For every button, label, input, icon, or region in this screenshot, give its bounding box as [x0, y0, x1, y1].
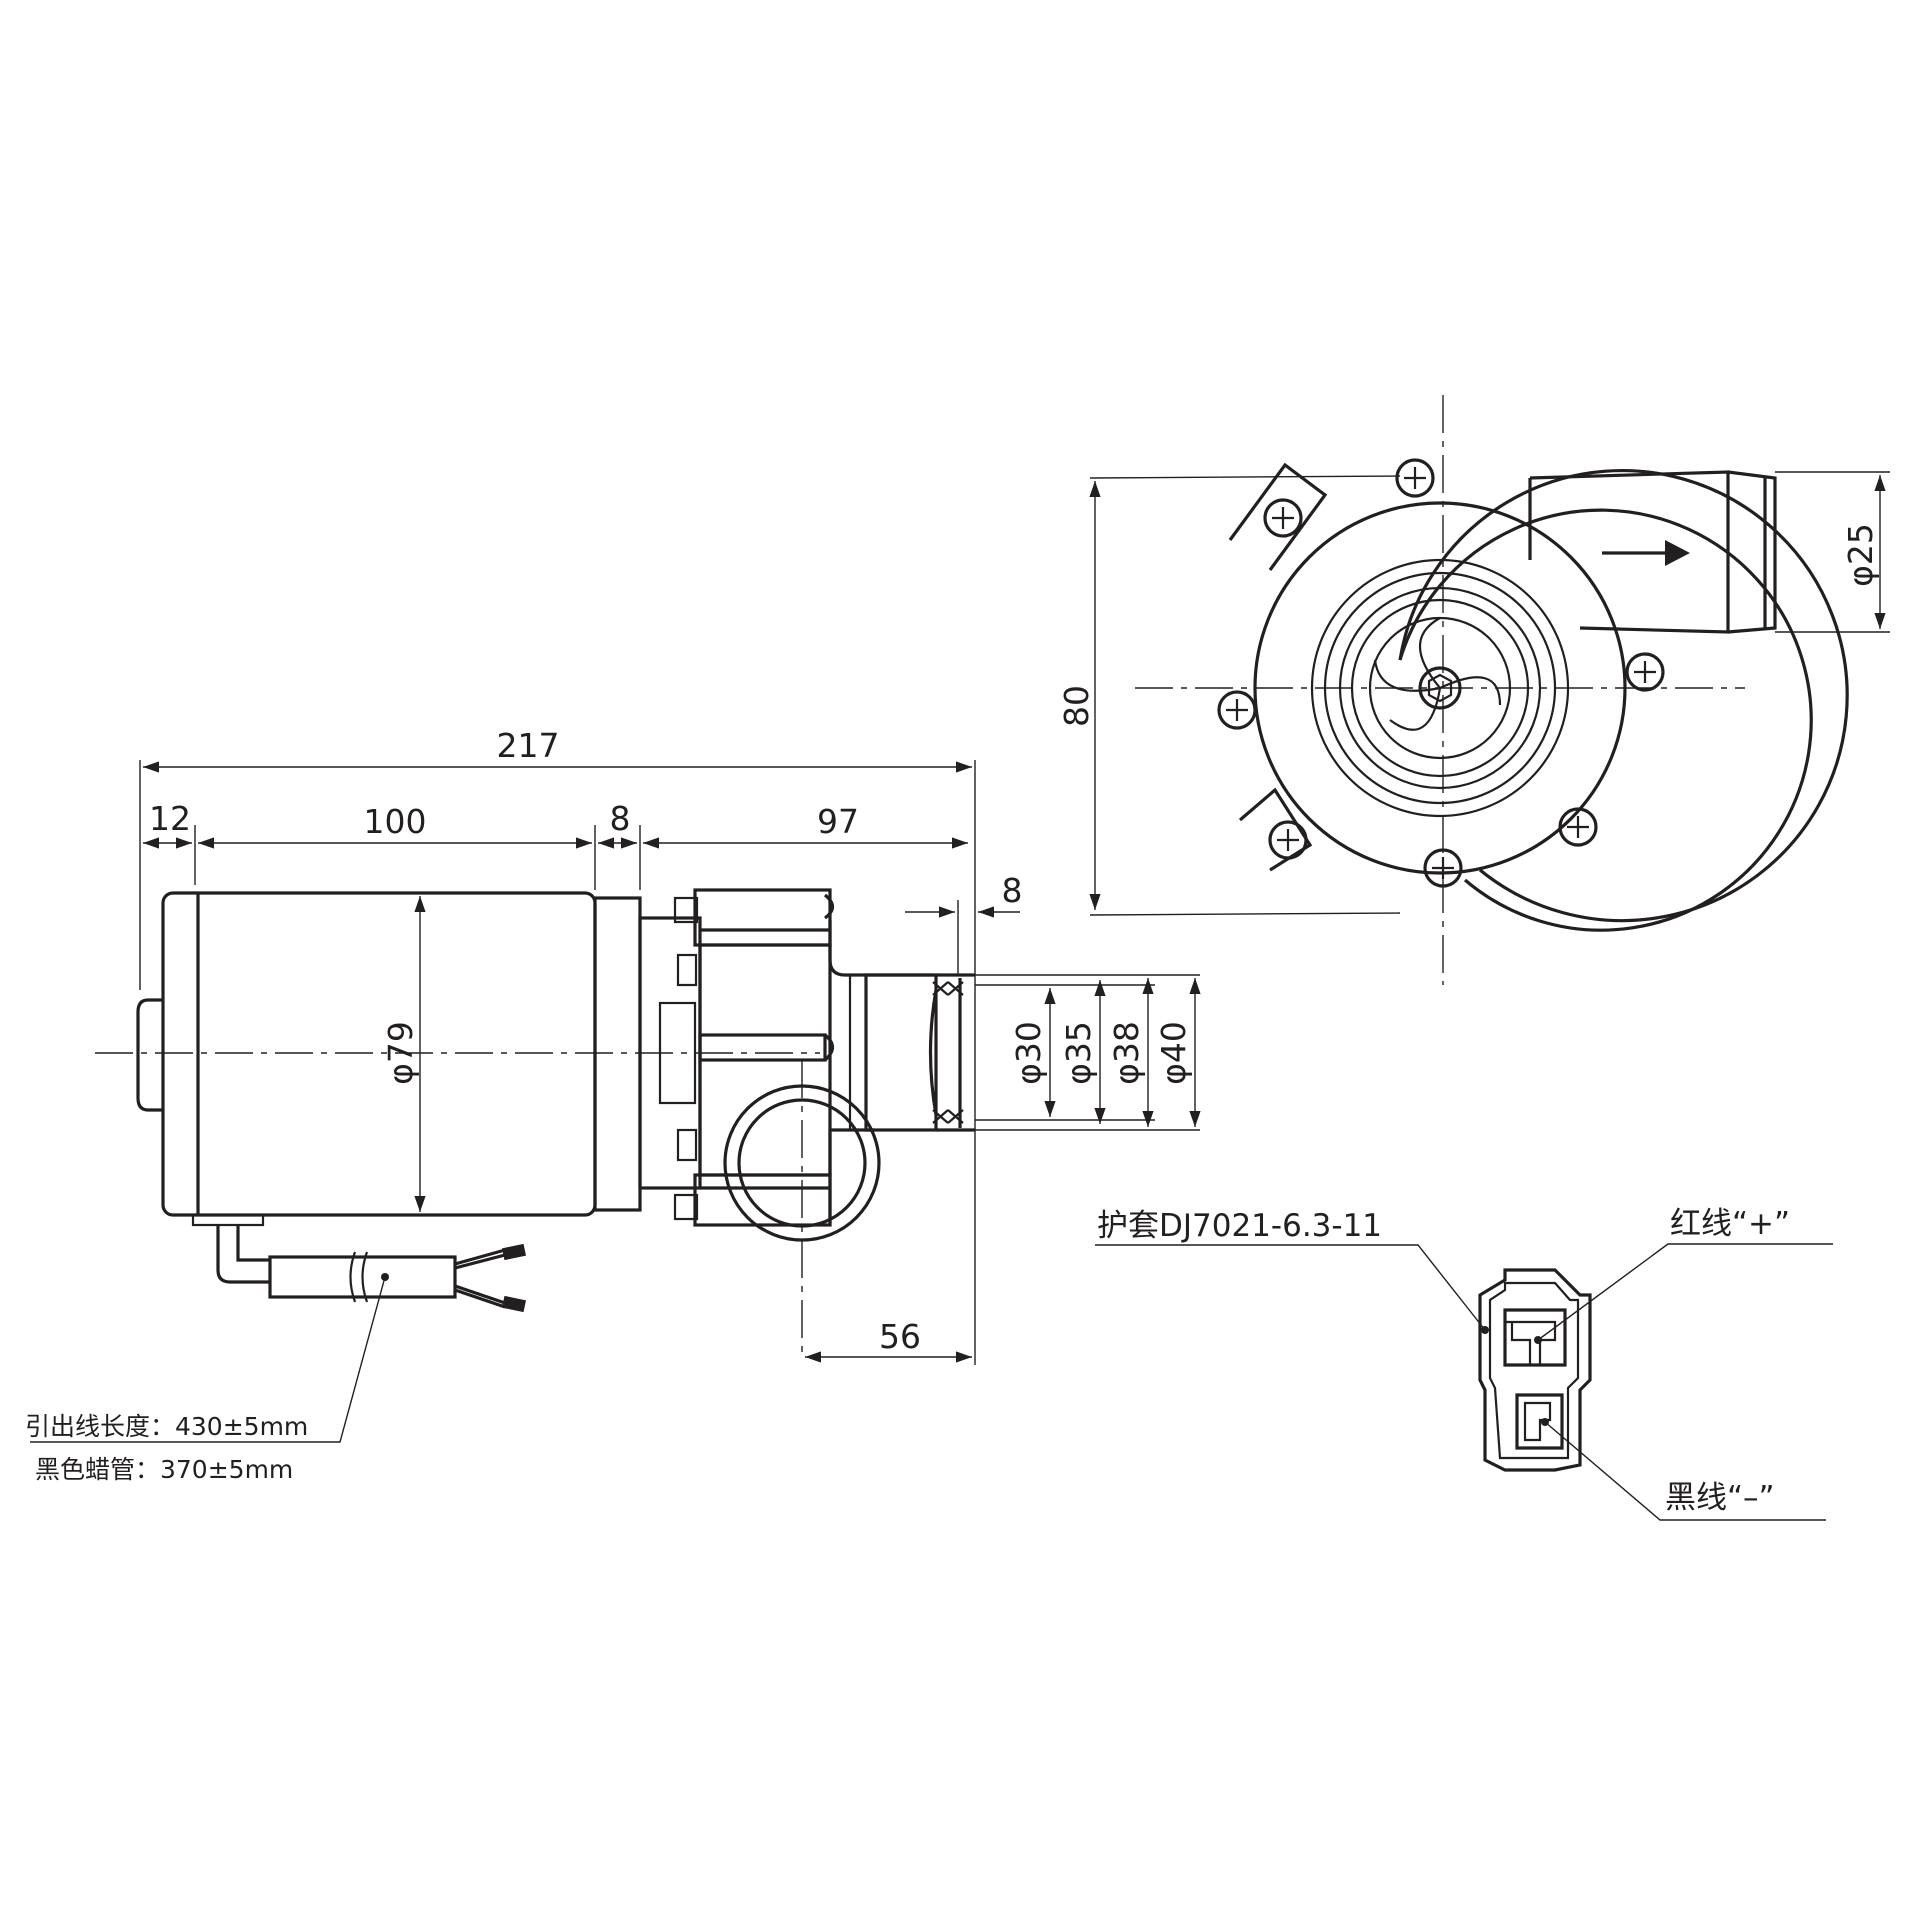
- dim-outlet-offset: 8: [1002, 871, 1023, 910]
- pump-head: [638, 888, 938, 1227]
- wire-harness: [191, 1213, 527, 1313]
- mounting-screws: [1217, 458, 1665, 888]
- lead-wire-notes: 引出线长度：430±5mm 黑色蜡管：370±5mm: [25, 1273, 389, 1484]
- dim-inlet-center: 56: [879, 1317, 921, 1356]
- side-view-dimensions: 217 12 100 8 97 8 56 φ79 φ30 φ35 φ38 φ4: [139, 726, 1201, 1365]
- side-view: 217 12 100 8 97 8 56 φ79 φ30 φ35 φ38 φ4: [25, 726, 1201, 1484]
- dim-pump: 97: [817, 802, 859, 841]
- lead-length-note: 引出线长度：430±5mm: [25, 1412, 308, 1441]
- impeller: [1373, 617, 1502, 731]
- dim-d30: φ30: [1009, 1021, 1048, 1085]
- outlet-tube: [928, 973, 1200, 1132]
- dim-flange: 8: [610, 799, 631, 838]
- dim-d35: φ35: [1059, 1021, 1098, 1085]
- dim-d38: φ38: [1107, 1021, 1146, 1085]
- front-view: 80 φ25: [1057, 395, 1890, 985]
- inlet-port: [723, 1060, 881, 1360]
- connector-detail: 护套DJ7021-6.3-11 红线“+” 黑线“–”: [1095, 1206, 1833, 1521]
- dim-d40: φ40: [1154, 1021, 1193, 1085]
- outlet-nozzle: [1528, 470, 1777, 634]
- dim-end-cap: 12: [149, 799, 191, 838]
- dim-overall-length: 217: [497, 726, 560, 765]
- black-wire-label: 黑线“–”: [1665, 1480, 1775, 1516]
- dim-motor-body: 100: [364, 802, 427, 841]
- dim-motor-diameter: φ79: [381, 1021, 420, 1085]
- dim-front-height: 80: [1057, 685, 1096, 727]
- connector-housing-label: 护套DJ7021-6.3-11: [1097, 1208, 1382, 1244]
- front-view-dimensions: 80 φ25: [1057, 471, 1890, 916]
- sleeve-length-note: 黑色蜡管：370±5mm: [35, 1455, 293, 1484]
- red-wire-label: 红线“+”: [1670, 1206, 1790, 1242]
- dim-outlet-diameter: φ25: [1841, 523, 1880, 587]
